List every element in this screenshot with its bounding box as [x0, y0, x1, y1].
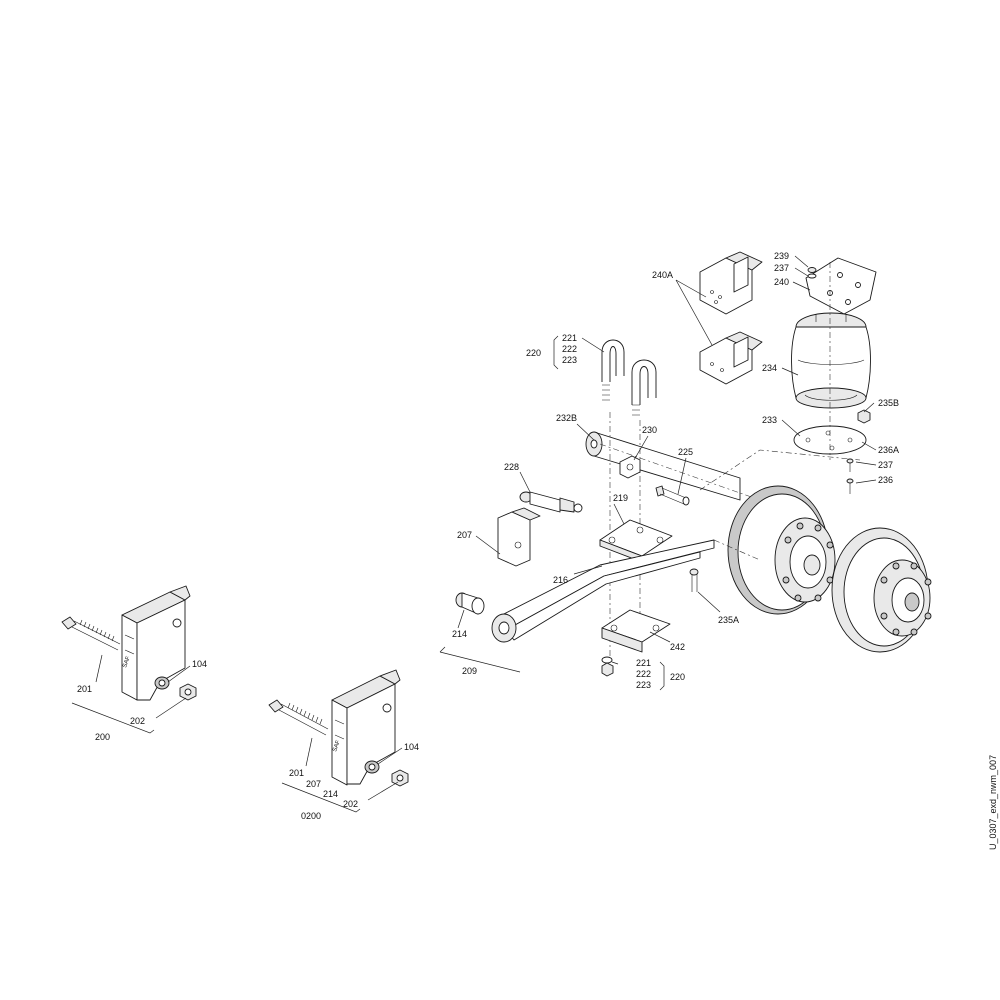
hanger-bracket-mid: SAF	[331, 669, 401, 786]
bracket-240A-upper	[699, 251, 763, 315]
air-spring-group	[699, 251, 877, 494]
label-220-bottom: 220	[670, 672, 685, 682]
bracket-207	[497, 507, 541, 567]
label-104-mid: 104	[404, 742, 419, 752]
label-214: 214	[452, 629, 467, 639]
label-235A: 235A	[718, 615, 739, 625]
label-223-bottom: 223	[636, 680, 651, 690]
label-209: 209	[462, 666, 477, 676]
label-104-left: 104	[192, 659, 207, 669]
bolt-235A	[689, 568, 699, 592]
nut-235B	[857, 409, 871, 424]
label-236A: 236A	[878, 445, 899, 455]
label-228: 228	[504, 462, 519, 472]
bracket-240A-lower	[699, 331, 763, 385]
leaf-spring-209	[491, 539, 715, 643]
label-219: 219	[613, 493, 628, 503]
label-207: 207	[457, 530, 472, 540]
clamp-230	[619, 455, 641, 479]
label-234: 234	[762, 363, 777, 373]
label-233: 233	[762, 415, 777, 425]
callout-labels: 240A 239 237 240 234 235B 233 236A 237 2…	[77, 251, 998, 850]
nut-104-left	[179, 683, 197, 701]
label-221-bottom: 221	[636, 658, 651, 668]
label-214-mid: 214	[323, 789, 338, 799]
label-202-left: 202	[130, 716, 145, 726]
label-232B: 232B	[556, 413, 577, 423]
hanger-bracket-left: SAF	[121, 585, 191, 701]
label-222-bottom: 222	[636, 669, 651, 679]
label-240: 240	[774, 277, 789, 287]
label-207-mid: 207	[306, 779, 321, 789]
label-240A: 240A	[652, 270, 673, 280]
label-223-top: 223	[562, 355, 577, 365]
label-235B: 235B	[878, 398, 899, 408]
label-242: 242	[670, 642, 685, 652]
leader-lines	[71, 255, 877, 813]
bottom-plate-242	[601, 609, 671, 653]
label-216: 216	[553, 575, 568, 585]
label-230: 230	[642, 425, 657, 435]
label-221-top: 221	[562, 333, 577, 343]
bolt-201-mid	[268, 699, 329, 736]
brake-disc-hub	[831, 527, 932, 653]
label-239: 239	[774, 251, 789, 261]
label-236: 236	[878, 475, 893, 485]
drawing-code: U_0307_exd_nwm_007	[988, 755, 998, 850]
u-bolts-220-top	[601, 339, 657, 416]
brake-drum-hub	[727, 485, 836, 615]
label-202-mid: 202	[343, 799, 358, 809]
svg-text:SAF: SAF	[122, 655, 132, 668]
label-201-left: 201	[77, 684, 92, 694]
label-225: 225	[678, 447, 693, 457]
label-237-top: 237	[774, 263, 789, 273]
nut-stack-220-bottom	[601, 656, 614, 677]
label-0200: 0200	[301, 811, 321, 821]
label-220-top: 220	[526, 348, 541, 358]
axle-tube	[585, 412, 761, 660]
bolt-201-left	[61, 616, 121, 651]
bolt-237	[846, 458, 854, 472]
hanger-assembly-200: SAF	[61, 585, 197, 701]
top-plate-240	[805, 257, 877, 315]
bolt-225	[655, 485, 690, 506]
shock-absorber-228	[519, 491, 583, 513]
svg-text:SAF: SAF	[332, 739, 342, 752]
label-222-top: 222	[562, 344, 577, 354]
air-bellow-234	[791, 312, 871, 409]
label-201-mid: 201	[289, 768, 304, 778]
nut-104-mid	[391, 769, 409, 787]
bolt-236	[846, 478, 854, 494]
spring-seat-219	[599, 519, 673, 563]
hanger-assembly-0200: SAF	[268, 669, 409, 787]
label-200: 200	[95, 732, 110, 742]
bushing-214	[455, 592, 485, 615]
label-237: 237	[878, 460, 893, 470]
